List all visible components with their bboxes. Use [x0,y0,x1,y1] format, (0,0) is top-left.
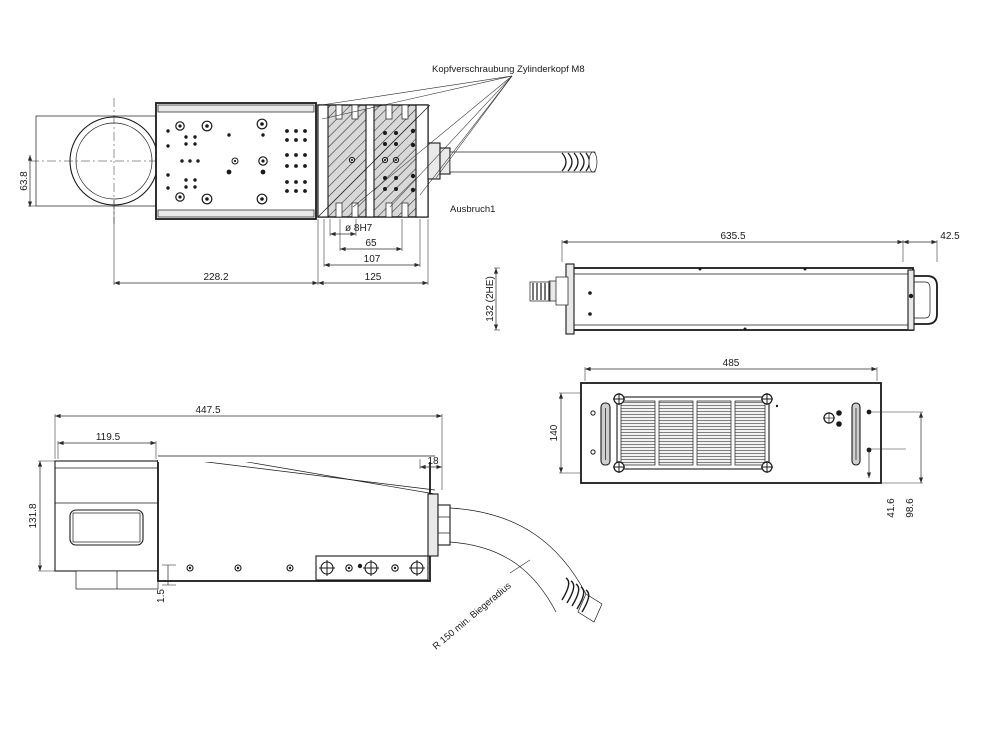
dim-98-6: 98.6 [905,498,916,518]
dim-635-5: 635.5 [720,231,745,242]
side-view-dimensions: 132 (2HE) 635.5 42.5 [485,231,960,331]
section-hatched-block [317,104,431,218]
top-clear [158,456,435,462]
heatsink-fins [69,509,144,546]
breakout-gland-and-cable [427,142,598,180]
breakout-note: Ausbruch1 [450,204,495,215]
dim-131-8: 131.8 [28,503,39,528]
top-taper-line-2 [217,456,436,495]
side-body-outline [572,267,914,331]
dim-1-5: 1.5 [156,589,167,603]
dim-18: 18 [427,456,439,467]
mounting-bracket [315,555,429,581]
heatsink-inner [72,512,141,543]
side-panel-holes [588,267,807,331]
dim-140: 140 [549,424,560,441]
dim-485: 485 [723,358,740,369]
front-module-outline [54,460,159,572]
front-left-handle [590,402,611,466]
dim-41-6: 41.6 [886,498,897,518]
grille-corner-screws [613,393,773,473]
dim-125: 125 [365,272,382,283]
body-top-edge-strip [157,104,315,113]
dim-42-5: 42.5 [940,231,960,242]
side-handle [907,269,938,331]
dim-63-8: 63.8 [19,171,30,191]
side-body-holes [186,564,294,572]
dim-132-2he: 132 (2HE) [485,276,496,322]
side-view: 132 (2HE) 635.5 42.5 [485,231,960,335]
dim-65: 65 [365,238,377,249]
dim-8h7: ø 8H7 [345,223,373,234]
bottom-view-dimensions: 447.5 119.5 131.8 1.5 18 [28,405,443,603]
body-bottom-edge-strip [157,209,315,218]
front-view: 485 140 41.6 98.6 [549,358,924,518]
plate-hole-pattern [166,118,307,205]
dim-107: 107 [364,254,381,265]
head-screw-leaders [314,75,513,208]
dim-119-5: 119.5 [96,432,121,443]
front-connectors [775,402,872,466]
dim-228-2: 228.2 [203,272,228,283]
top-view: Kopfverschraubung Zylinderkopf M8 Ausbru… [19,64,598,286]
ventilation-grille [613,393,773,473]
side-cable-gland [529,276,569,306]
front-view-dimensions: 485 140 41.6 98.6 [549,358,924,518]
dim-447-5: 447.5 [195,405,220,416]
head-screw-note: Kopfverschraubung Zylinderkopf M8 [432,64,585,75]
top-view-dimensions: 63.8 ø 8H7 65 107 125 228.2 [19,155,429,286]
